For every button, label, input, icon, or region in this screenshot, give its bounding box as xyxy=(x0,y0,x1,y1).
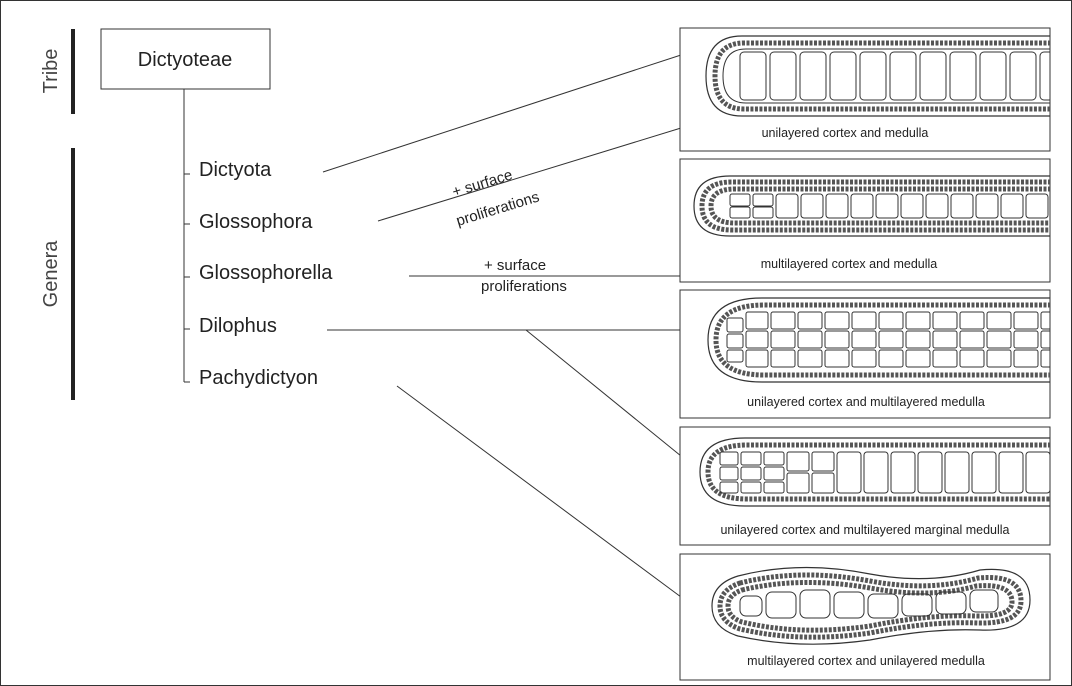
panel-caption-5: multilayered cortex and unilayered medul… xyxy=(747,654,985,668)
genera-label: Genera xyxy=(40,240,62,308)
link-pachydictyon-panel xyxy=(397,386,681,597)
genus-dilophus: Dilophus xyxy=(199,315,277,337)
panel-caption-1: unilayered cortex and medulla xyxy=(762,126,929,140)
tribe-bar xyxy=(71,29,75,114)
link-dilophus-panel-4 xyxy=(526,330,681,456)
genus-glossophorella: Glossophorella xyxy=(199,262,333,284)
genus-pachydictyon: Pachydictyon xyxy=(199,367,318,389)
link-dictyota-panel xyxy=(323,55,681,172)
annotation-surface-proliferations-2a: + surface xyxy=(484,257,546,274)
panel-caption-3: unilayered cortex and multilayered medul… xyxy=(747,395,985,409)
genus-glossophora: Glossophora xyxy=(199,211,313,233)
tribe-name: Dictyoteae xyxy=(138,49,233,71)
panel-caption-2: multilayered cortex and medulla xyxy=(761,257,938,271)
tribe-label: Tribe xyxy=(40,49,62,94)
genus-dictyota: Dictyota xyxy=(199,159,272,181)
annotation-surface-proliferations-1a: + surface xyxy=(450,166,514,200)
panel-caption-4: unilayered cortex and multilayered margi… xyxy=(720,523,1009,537)
genera-bar xyxy=(71,148,75,400)
annotation-surface-proliferations-2b: proliferations xyxy=(481,278,567,295)
